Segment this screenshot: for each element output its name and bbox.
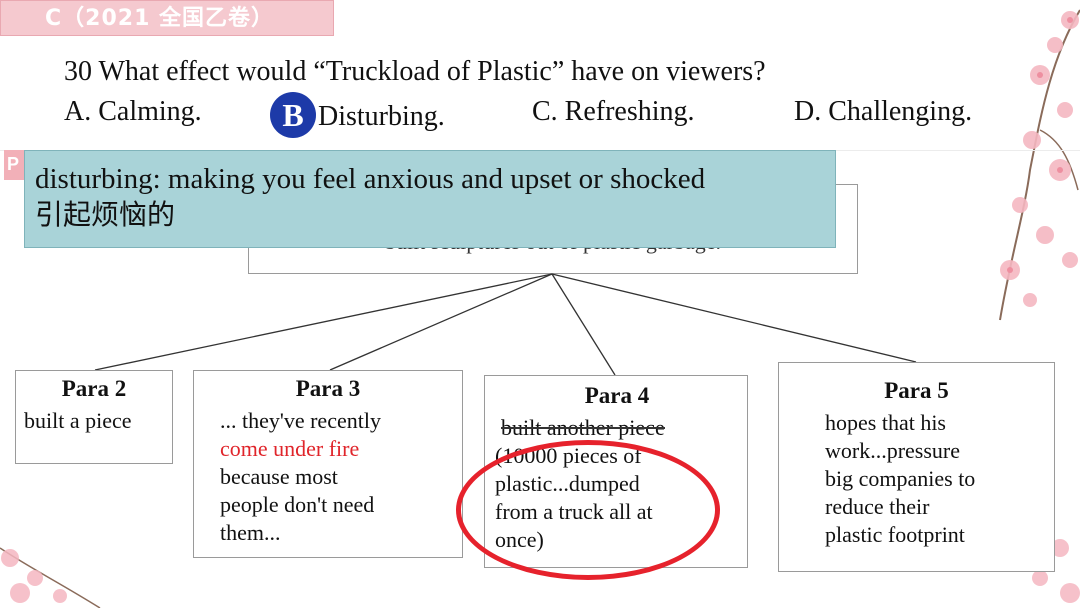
section-title-tag: C（2021 全国乙卷）	[0, 0, 334, 36]
para-line: big companies to	[825, 466, 976, 491]
highlight-phrase: come under fire	[220, 436, 360, 461]
para-heading: Para 3	[295, 376, 361, 401]
para-line: ... they've recently	[220, 408, 381, 433]
para-line: because most	[220, 464, 338, 489]
option-d: D. Challenging.	[794, 96, 973, 127]
cherry-blossom-decoration-icon	[1032, 539, 1080, 603]
option-c: C. Refreshing.	[532, 96, 695, 127]
definition-tooltip: disturbing: making you feel anxious and …	[24, 150, 836, 248]
cherry-blossom-decoration-icon	[0, 547, 101, 608]
option-b-label: Disturbing.	[318, 101, 445, 132]
para-line: built a piece	[24, 408, 132, 433]
option-b: B Disturbing.	[270, 92, 445, 138]
para-line: them...	[220, 520, 281, 545]
para-line: work...pressure	[825, 438, 961, 463]
para-3-box: Para 3 ... they've recently come under f…	[193, 370, 463, 558]
red-circle-annotation	[456, 440, 720, 580]
para-heading: Para 4	[584, 383, 650, 408]
crossed-out-text: built another piece	[501, 415, 665, 440]
selected-answer-badge: B	[270, 92, 316, 138]
para-heading: Para 2	[61, 376, 127, 401]
para-2-box: Para 2 built a piece	[15, 370, 173, 464]
option-a: A. Calming.	[64, 96, 202, 127]
para-5-box: Para 5 hopes that his work...pressure bi…	[778, 362, 1055, 572]
para-line: hopes that his	[825, 410, 946, 435]
para-line: plastic footprint	[825, 522, 965, 547]
cherry-blossom-decoration-icon	[999, 9, 1080, 321]
definition-text: disturbing: making you feel anxious and …	[35, 163, 706, 195]
para-line: reduce their	[825, 494, 930, 519]
question-text: 30 What effect would “Truckload of Plast…	[64, 56, 766, 87]
answer-options: A. Calming. B Disturbing. C. Refreshing.…	[64, 92, 1024, 138]
para-heading: Para 5	[884, 378, 949, 403]
definition-chinese: 引起烦恼的	[35, 198, 176, 231]
pink-tab: P	[4, 150, 24, 180]
para-line: people don't need	[220, 492, 375, 517]
